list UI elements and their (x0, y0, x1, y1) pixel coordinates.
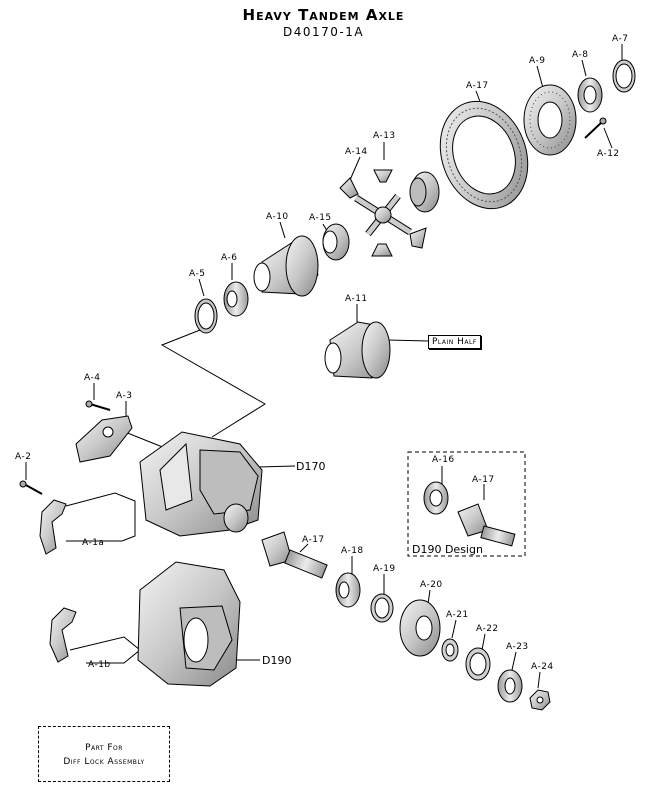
d170-housing (139, 431, 263, 537)
label-a12: A-12 (597, 149, 620, 159)
label-a9: A-9 (529, 56, 545, 66)
inset-pinion-a17 (457, 503, 516, 547)
label-a10: A-10 (266, 212, 289, 222)
note-line-1: Part For (85, 743, 123, 753)
ring-gear-a17 (439, 100, 529, 210)
label-a2: A-2 (15, 452, 31, 462)
side-gear-a15 (322, 223, 350, 261)
label-a8: A-8 (572, 50, 588, 60)
label-a17-ring: A-17 (466, 81, 489, 91)
label-a4: A-4 (84, 373, 100, 383)
helical-gear-a20 (399, 599, 441, 657)
note-line-2: Diff Lock Assembly (63, 757, 145, 767)
label-a14: A-14 (345, 147, 368, 157)
washer-a21 (441, 638, 459, 662)
d190-design-inset (407, 451, 526, 557)
side-gear-right (409, 171, 440, 213)
bearing-cup-a22 (465, 647, 491, 681)
pinion-gear-a17 (261, 531, 328, 579)
bolt-a4 (85, 400, 111, 411)
shift-fork-a1b (49, 607, 77, 663)
plain-half-label: Plain Half (428, 335, 481, 349)
label-a21: A-21 (446, 610, 469, 620)
label-a24: A-24 (531, 662, 554, 672)
label-d190: D190 (262, 654, 291, 667)
bearing-cup-a5 (194, 298, 218, 334)
label-a17-pinion: A-17 (302, 535, 325, 545)
pinion-nut-a24 (529, 689, 551, 711)
label-a13: A-13 (373, 131, 396, 141)
d190-housing (137, 561, 241, 687)
label-a6: A-6 (221, 253, 237, 263)
diff-lock-note: Part For Diff Lock Assembly (38, 726, 170, 782)
bearing-cone-a6 (223, 281, 249, 317)
plain-half-case-a11 (324, 321, 391, 379)
diff-case-half-a10 (253, 235, 319, 297)
label-a1b: A-1b (88, 660, 111, 670)
label-a16: A-16 (432, 455, 455, 465)
label-d190-design: D190 Design (412, 543, 483, 556)
label-a19: A-19 (373, 564, 396, 574)
spider-and-pinions-a13-a14 (339, 169, 427, 257)
label-a3: A-3 (116, 391, 132, 401)
shift-fork-a1a (39, 499, 67, 555)
bearing-cup-a7 (612, 59, 636, 93)
label-a20: A-20 (420, 580, 443, 590)
bolt-a2 (19, 480, 43, 495)
bolt-a12 (584, 117, 607, 139)
label-a1a: A-1a (82, 538, 104, 548)
inset-bearing-a16 (423, 481, 449, 515)
spacer-a19 (370, 593, 394, 623)
label-a18: A-18 (341, 546, 364, 556)
label-a23: A-23 (506, 642, 529, 652)
label-a7: A-7 (612, 34, 628, 44)
label-a5: A-5 (189, 269, 205, 279)
part-number: D40170-1A (282, 25, 365, 39)
label-d170: D170 (296, 460, 325, 473)
label-a11: A-11 (345, 294, 368, 304)
shift-fork-bracket-a3 (75, 415, 133, 463)
label-a15: A-15 (309, 213, 332, 223)
bearing-cone-a8 (577, 77, 603, 113)
label-a17-inset: A-17 (472, 475, 495, 485)
differential-flange-a9 (523, 84, 577, 156)
pinion-bearing-a18 (335, 572, 361, 608)
bearing-cone-a23 (497, 669, 523, 703)
label-a22: A-22 (476, 624, 499, 634)
diagram-title: Heavy Tandem Axle (242, 6, 405, 24)
